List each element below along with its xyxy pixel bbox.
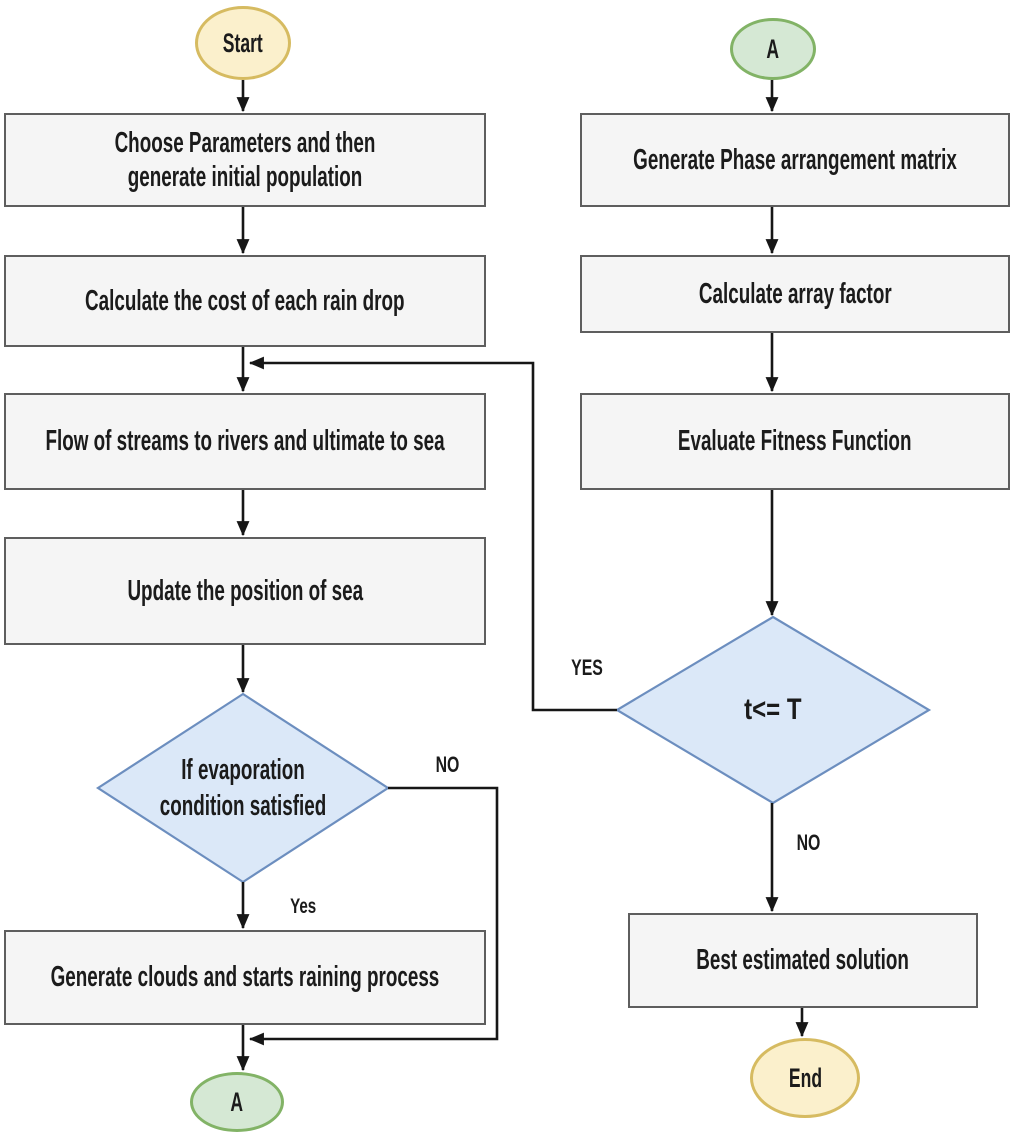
start-terminal: Start (195, 6, 291, 80)
iteration-decision-label: t<= T (744, 693, 802, 727)
flow-streams-label: Flow of streams to rivers and ultimate t… (45, 425, 445, 458)
best-solution-label: Best estimated solution (696, 944, 910, 977)
choose-parameters-label: Choose Parameters and then generate init… (114, 126, 376, 193)
evaporation-decision: If evaporation condition satisfied (83, 738, 403, 838)
evaporation-no-edge-label: NO (435, 752, 459, 777)
connector-a-left: A (190, 1072, 284, 1132)
evaluate-fitness-process: Evaluate Fitness Function (580, 393, 1010, 490)
connector-a-right-label: A (766, 33, 780, 64)
connector-a-left-label: A (230, 1086, 244, 1117)
iteration-yes-edge-label: YES (571, 655, 603, 680)
generate-phase-process: Generate Phase arrangement matrix (580, 113, 1010, 207)
evaporation-decision-label: If evaporation condition satisfied (159, 753, 327, 822)
iteration-no-edge-label: NO (796, 830, 820, 855)
edge-iteration-yes-loop (248, 356, 617, 712)
generate-phase-label: Generate Phase arrangement matrix (633, 143, 957, 176)
flow-streams-process: Flow of streams to rivers and ultimate t… (4, 393, 486, 490)
update-sea-process: Update the position of sea (4, 537, 486, 645)
calculate-cost-process: Calculate the cost of each rain drop (4, 255, 486, 347)
edge-evaporation-no-loop (248, 786, 499, 1046)
calculate-array-label: Calculate array factor (698, 277, 892, 310)
best-solution-process: Best estimated solution (628, 913, 978, 1008)
iteration-decision: t<= T (673, 680, 873, 740)
calculate-cost-label: Calculate the cost of each rain drop (85, 284, 405, 317)
choose-parameters-process: Choose Parameters and then generate init… (4, 113, 486, 207)
update-sea-label: Update the position of sea (127, 574, 363, 607)
end-label: End (788, 1062, 822, 1093)
generate-clouds-label: Generate clouds and starts raining proce… (50, 961, 440, 994)
end-terminal: End (750, 1038, 860, 1118)
connector-a-right: A (730, 18, 816, 80)
evaluate-fitness-label: Evaluate Fitness Function (678, 425, 912, 458)
calculate-array-process: Calculate array factor (580, 255, 1010, 333)
start-label: Start (222, 27, 263, 58)
generate-clouds-process: Generate clouds and starts raining proce… (4, 930, 486, 1025)
evaporation-yes-edge-label: Yes (289, 895, 317, 918)
